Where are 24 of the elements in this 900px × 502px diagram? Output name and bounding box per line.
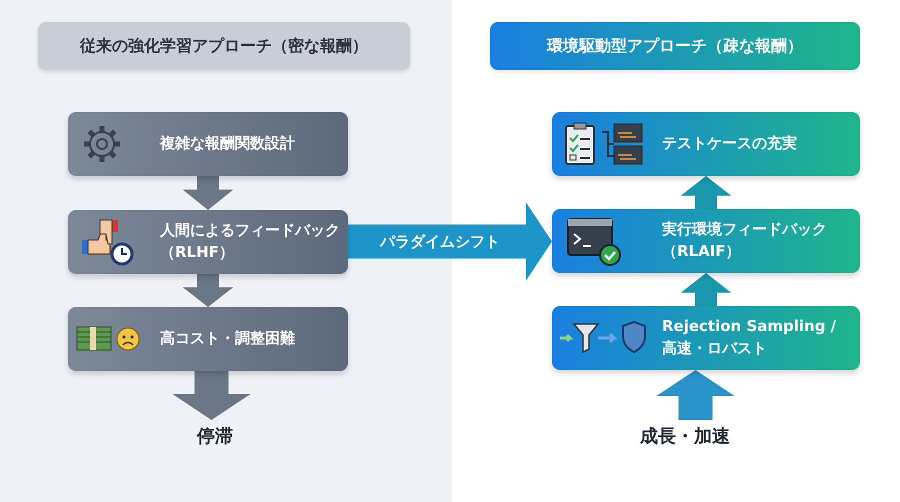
arrow (182, 274, 234, 307)
node-text: Rejection Sampling / 高速・ロバスト (662, 316, 838, 359)
node-text: 実行環境フィードバック（RLAIF） (662, 219, 828, 262)
arrow (182, 176, 234, 210)
arrow (680, 176, 732, 209)
arrow (680, 273, 732, 306)
node-text: テストケースの充実 (662, 133, 797, 154)
heading-box (490, 22, 860, 70)
node-text: 人間によるフィードバック（RLHF） (160, 220, 341, 263)
block-arrow (656, 370, 735, 420)
node-text: 環境駆動型アプローチ（疎な報酬） (547, 35, 803, 58)
heading-box (38, 22, 410, 70)
block-arrow (172, 371, 251, 420)
process-box (552, 112, 860, 176)
outcome-text: 停滞 (197, 424, 233, 449)
process-box (68, 210, 348, 274)
node-text: 従来の強化学習アプローチ（密な報酬） (80, 35, 368, 58)
process-box (68, 307, 348, 371)
node-text: 複雑な報酬関数設計 (160, 133, 295, 154)
process-box (552, 209, 860, 273)
outcome-text: 成長・加速 (640, 424, 730, 449)
process-box (68, 112, 348, 176)
node-text: 高コスト・調整困難 (160, 328, 295, 350)
process-box (552, 306, 860, 370)
